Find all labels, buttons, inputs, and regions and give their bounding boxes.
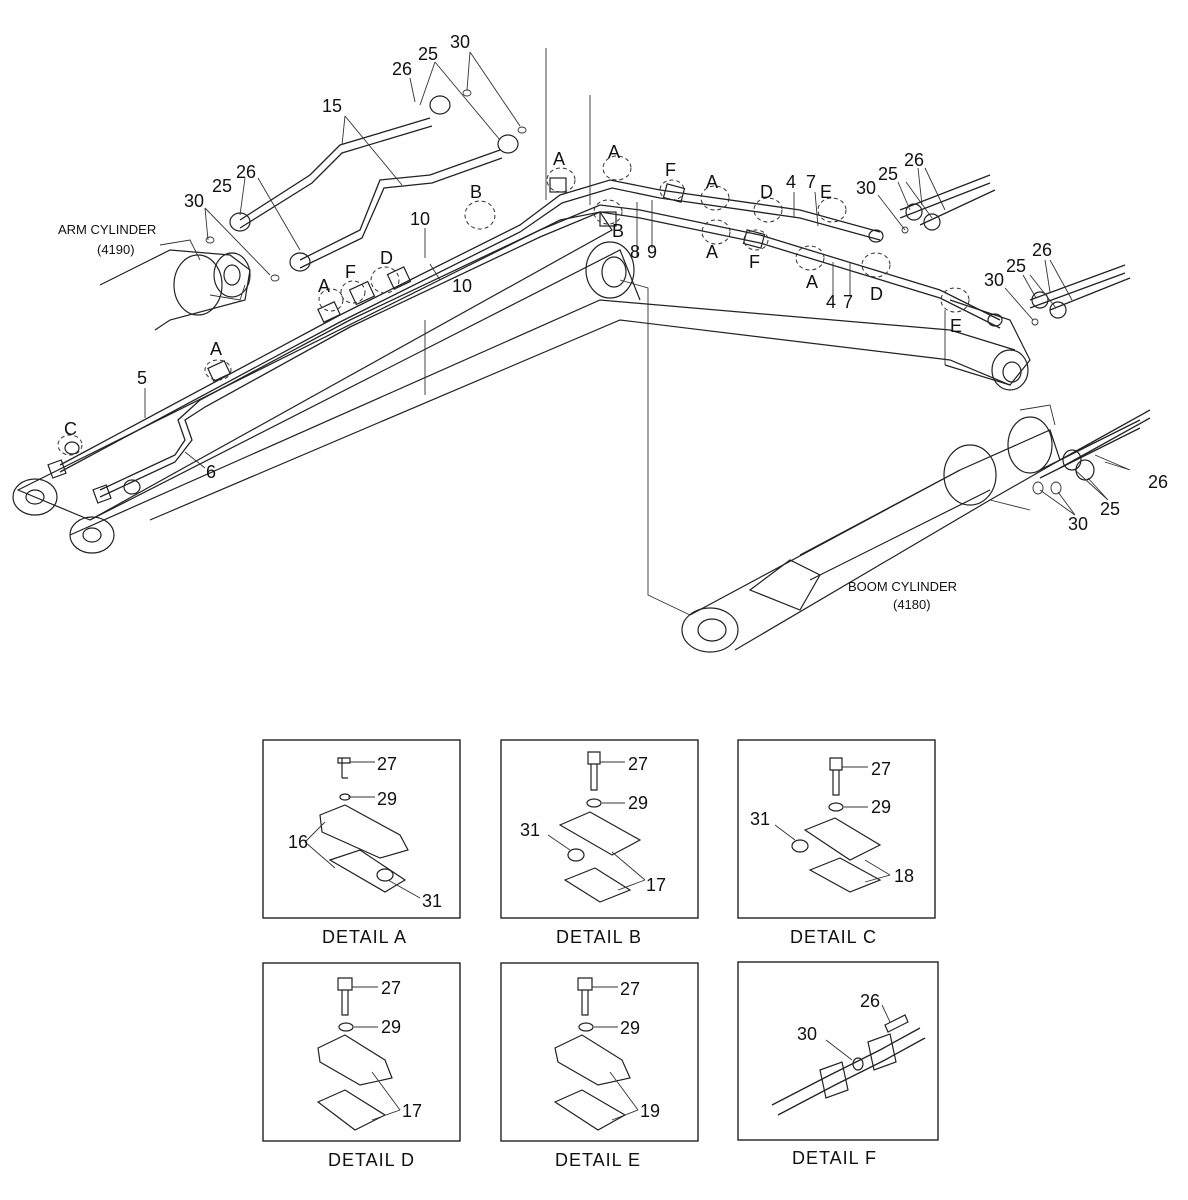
label-4-a: 4 [786, 172, 796, 192]
detail-b-label-29: 29 [628, 793, 648, 813]
detail-b-label-27: 27 [628, 754, 648, 774]
label-25-left: 25 [212, 176, 232, 196]
detail-c-label-18: 18 [894, 866, 914, 886]
label-A1: A [553, 149, 565, 169]
label-25-right-2: 25 [1006, 256, 1026, 276]
label-30-top: 30 [450, 32, 470, 52]
detail-a-label-16: 16 [288, 832, 308, 852]
label-A3: A [706, 172, 718, 192]
label-30-right-1: 30 [856, 178, 876, 198]
detail-d-label-29: 29 [381, 1017, 401, 1037]
main-part-labels: 30 26 25 15 30 25 26 10 10 5 6 A A A A A… [64, 32, 1168, 534]
label-26-top: 26 [392, 59, 412, 79]
label-E1: E [820, 182, 832, 202]
detail-c-caption: DETAIL C [790, 927, 877, 947]
boom-structure [12, 211, 1031, 554]
detail-b: 27 29 31 17 DETAIL B [500, 739, 699, 947]
detail-b-label-31: 31 [520, 820, 540, 840]
leader-lines [144, 48, 1131, 516]
label-F2: F [665, 160, 676, 180]
boom-cylinder-name: BOOM CYLINDER [848, 579, 957, 594]
label-26-right-2: 26 [1032, 240, 1052, 260]
label-F1: F [345, 262, 356, 282]
detail-a-label-31: 31 [422, 891, 442, 911]
label-25-top: 25 [418, 44, 438, 64]
detail-f: 26 30 DETAIL F [737, 961, 939, 1168]
flanges-and-clamps [47, 89, 1095, 504]
arm-cylinder-name: ARM CYLINDER [58, 222, 156, 237]
hose-lines [59, 117, 1151, 498]
label-26-left: 26 [236, 162, 256, 182]
label-8: 8 [630, 242, 640, 262]
label-5: 5 [137, 368, 147, 388]
detail-c: 27 29 31 18 DETAIL C [737, 739, 936, 947]
detail-d-label-27: 27 [381, 978, 401, 998]
boom-cylinder: BOOM CYLINDER (4180) [619, 279, 1061, 653]
label-A6: A [318, 276, 330, 296]
detail-e: 27 29 19 DETAIL E [500, 962, 699, 1170]
detail-f-label-30: 30 [797, 1024, 817, 1044]
arm-cylinder: ARM CYLINDER (4190) [58, 222, 251, 331]
detail-b-caption: DETAIL B [556, 927, 642, 947]
detail-d-caption: DETAIL D [328, 1150, 415, 1170]
label-25-right-1: 25 [878, 164, 898, 184]
detail-b-label-17: 17 [646, 875, 666, 895]
detail-f-caption: DETAIL F [792, 1148, 877, 1168]
label-10-b: 10 [452, 276, 472, 296]
label-4-b: 4 [826, 292, 836, 312]
detail-callout-circles [57, 155, 970, 456]
detail-a-label-29: 29 [377, 789, 397, 809]
label-D1: D [380, 248, 393, 268]
label-7-a: 7 [806, 172, 816, 192]
detail-d-label-17: 17 [402, 1101, 422, 1121]
label-15: 15 [322, 96, 342, 116]
detail-e-label-27: 27 [620, 979, 640, 999]
detail-c-label-27: 27 [871, 759, 891, 779]
detail-d: 27 29 17 DETAIL D [262, 962, 461, 1170]
detail-e-label-29: 29 [620, 1018, 640, 1038]
detail-e-label-19: 19 [640, 1101, 660, 1121]
label-9: 9 [647, 242, 657, 262]
label-B2: B [612, 221, 624, 241]
detail-f-label-26: 26 [860, 991, 880, 1011]
label-E2: E [950, 316, 962, 336]
label-10-a: 10 [410, 209, 430, 229]
label-6: 6 [206, 462, 216, 482]
detail-c-label-31: 31 [750, 809, 770, 829]
label-A5: A [806, 272, 818, 292]
label-7-b: 7 [843, 292, 853, 312]
detail-a: 27 29 16 31 DETAIL A [262, 739, 461, 947]
label-B1: B [470, 182, 482, 202]
label-30-right-2: 30 [984, 270, 1004, 290]
label-D2: D [760, 182, 773, 202]
detail-a-caption: DETAIL A [322, 927, 407, 947]
label-C1: C [64, 419, 77, 439]
label-30-boom: 30 [1068, 514, 1088, 534]
arm-cylinder-code: (4190) [97, 242, 135, 257]
detail-a-label-27: 27 [377, 754, 397, 774]
label-A7: A [210, 339, 222, 359]
boom-cylinder-code: (4180) [893, 597, 931, 612]
label-30-left: 30 [184, 191, 204, 211]
label-A4: A [706, 242, 718, 262]
detail-e-caption: DETAIL E [555, 1150, 641, 1170]
label-25-boom: 25 [1100, 499, 1120, 519]
label-F3: F [749, 252, 760, 272]
label-A2: A [608, 142, 620, 162]
detail-c-label-29: 29 [871, 797, 891, 817]
label-26-boom: 26 [1148, 472, 1168, 492]
label-26-right-1: 26 [904, 150, 924, 170]
label-D3: D [870, 284, 883, 304]
